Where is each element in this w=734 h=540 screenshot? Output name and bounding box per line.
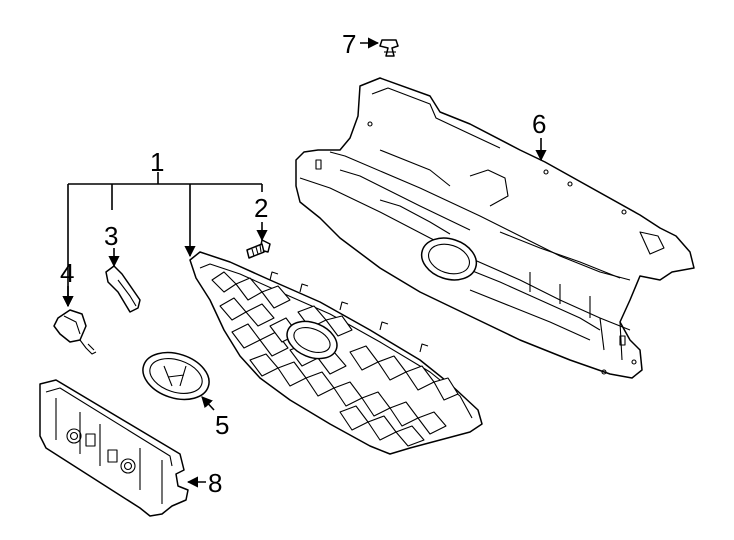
callout-7: 7	[342, 29, 356, 59]
screw	[246, 239, 271, 259]
emblem	[142, 351, 210, 401]
grille-support-panel	[295, 77, 695, 379]
callout-8: 8	[208, 468, 222, 498]
callout-1: 1	[150, 147, 164, 177]
callout-leaders	[62, 37, 547, 488]
bracket-clip	[105, 265, 141, 313]
callout-3: 3	[104, 221, 118, 251]
callout-2: 2	[254, 193, 268, 223]
callout-5: 5	[215, 410, 229, 440]
callout-4: 4	[60, 258, 74, 288]
callout-6: 6	[532, 109, 546, 139]
sensor-unit	[53, 309, 97, 355]
grille-mesh	[189, 251, 483, 455]
push-clip	[379, 39, 399, 57]
lower-bracket	[39, 379, 189, 517]
